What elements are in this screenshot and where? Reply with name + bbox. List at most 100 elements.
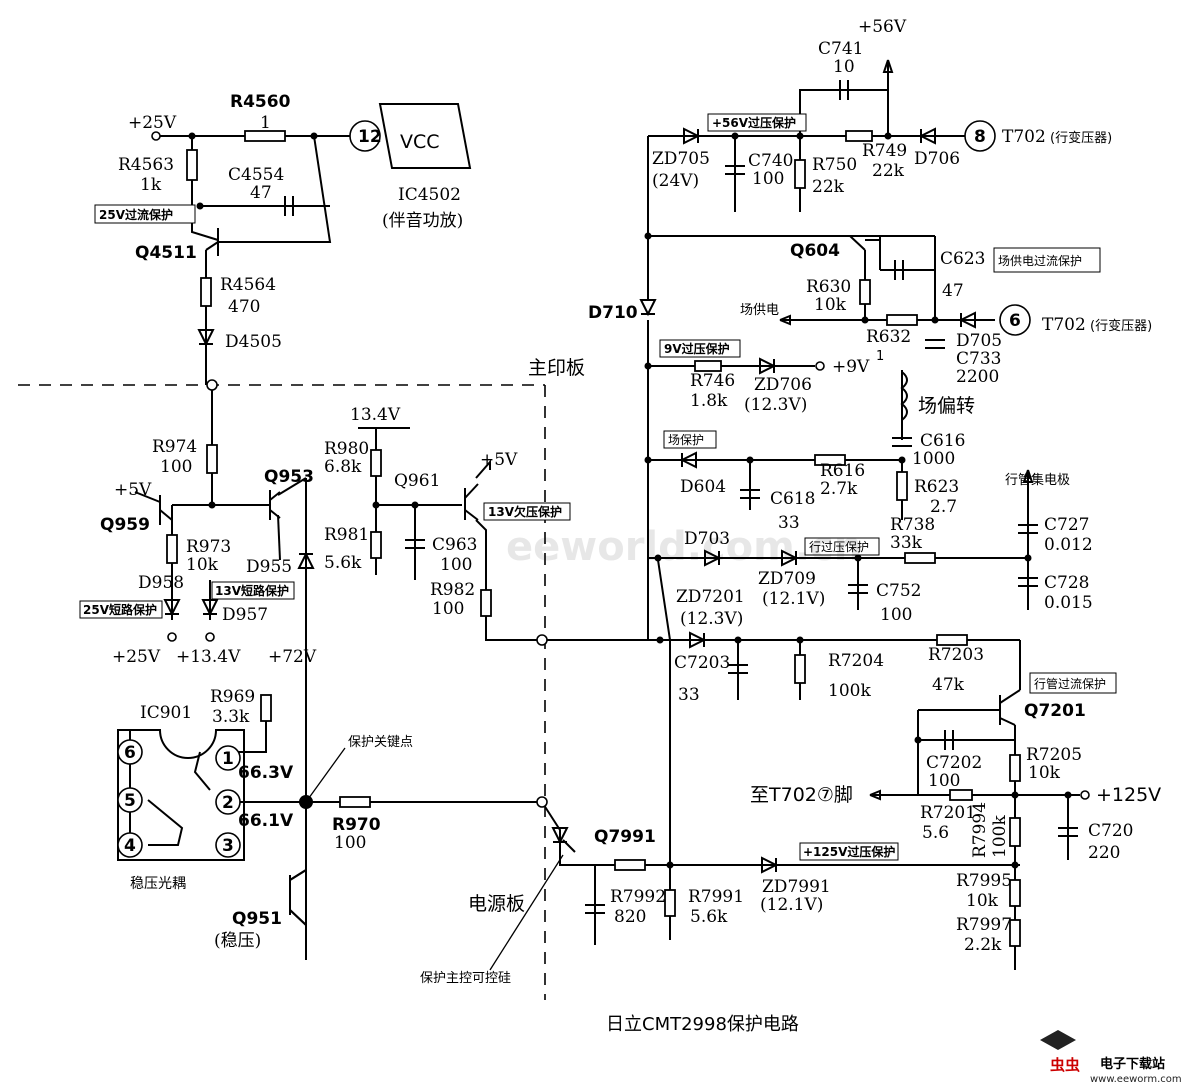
label-d604: D604: [680, 477, 726, 497]
label-c727: C727: [1044, 515, 1089, 535]
capacitor-c7992: [585, 904, 605, 914]
label-c733: C733: [956, 349, 1001, 369]
value-r7992: 820: [614, 907, 646, 927]
capacitor-bodies: [284, 80, 1078, 914]
resistor-r7994: [1009, 817, 1021, 847]
value-r7994: 100k: [990, 815, 1010, 858]
ic901-pin5: 5: [124, 791, 136, 811]
label-zd7201: ZD7201: [676, 587, 745, 607]
resistor-r749: [845, 130, 873, 142]
value-c733: 2200: [956, 367, 999, 387]
ic901-pin1: 1: [222, 749, 234, 769]
tag-h-overcurrent: 行管过流保护: [1034, 676, 1106, 691]
label-zd709: ZD709: [758, 569, 816, 589]
value-r623: 2.7: [930, 497, 957, 517]
label-r4560: R4560: [230, 92, 291, 112]
t702-name-mid: T702: [1042, 315, 1086, 335]
rail-25v-bottom: +25V: [112, 647, 161, 667]
transistor-q951: [289, 869, 307, 926]
value-r749: 22k: [872, 161, 905, 181]
rail-9v: +9V: [832, 357, 870, 377]
label-r616: R616: [820, 461, 865, 481]
label-d957: D957: [222, 605, 268, 625]
resistor-r7997: [1009, 919, 1021, 947]
ic901-name: IC901: [140, 703, 192, 723]
zener-zd7201: [689, 631, 707, 649]
label-r746: R746: [690, 371, 735, 391]
value-r746: 1.8k: [690, 391, 728, 411]
value-c623: 47: [942, 281, 964, 301]
resistor-r7204: [794, 654, 806, 684]
resistor-r630: [859, 279, 871, 305]
rail-125v: +125V: [1096, 784, 1161, 806]
label-d4505: D4505: [225, 332, 282, 352]
label-d710: D710: [588, 303, 638, 323]
capacitor-c740: [725, 165, 745, 175]
capacitor-c963: [405, 539, 425, 549]
label-r970: R970: [332, 815, 381, 835]
t702-pin8: 8: [974, 127, 986, 147]
value-c720: 220: [1088, 843, 1120, 863]
rail-25v-top: +25V: [128, 113, 177, 133]
resistor-r738: [904, 552, 936, 564]
value-r980: 6.8k: [324, 457, 362, 477]
capacitor-c752: [848, 584, 868, 594]
capacitor-c733: [925, 339, 945, 349]
label-r7201: R7201: [920, 803, 976, 823]
capacitor-c618: [740, 489, 760, 499]
resistor-r4564: [200, 277, 212, 307]
wires: [18, 60, 1080, 1000]
diode-symbols: [163, 127, 976, 874]
power-board-label: 电源板: [468, 893, 525, 915]
diode-d706: [918, 127, 936, 145]
ic4502-name: IC4502: [398, 185, 461, 205]
label-c720: C720: [1088, 821, 1133, 841]
label-c7202: C7202: [926, 753, 982, 773]
diode-d703: [704, 549, 722, 567]
capacitor-c727: [1018, 524, 1038, 534]
ic901-optocoupler: [117, 729, 245, 861]
ic901-pin6: 6: [124, 743, 136, 763]
ic901-pin4: 4: [124, 836, 136, 856]
value-r630: 10k: [814, 295, 847, 315]
tag-13v-short: 13V短路保护: [215, 583, 289, 598]
diode-d710: [639, 299, 657, 317]
transistor-q4511: [205, 228, 219, 256]
label-r973: R973: [186, 537, 231, 557]
value-c727: 0.012: [1044, 535, 1093, 555]
ic901-pin3: 3: [222, 836, 234, 856]
label-r738: R738: [890, 515, 935, 535]
resistor-r7991: [664, 889, 676, 917]
ic4502-vcc-label: VCC: [400, 131, 440, 153]
diode-d955: [297, 551, 315, 569]
label-r632: R632: [866, 327, 911, 347]
desc-q951: (稳压): [214, 931, 261, 951]
component-labels: R4560 1 R4563 1k C4554 47 Q4511 R4564 47…: [100, 39, 1133, 955]
rail-9v-sup: 1: [876, 349, 884, 364]
resistor-r4560: [244, 130, 286, 142]
label-r7992: R7992: [610, 887, 666, 907]
value-r7203: 47k: [932, 675, 965, 695]
label-r7204: R7204: [828, 651, 884, 671]
value-r982: 100: [432, 599, 464, 619]
label-r7991: R7991: [688, 887, 744, 907]
label-q4511: Q4511: [135, 243, 197, 263]
label-c618: C618: [770, 489, 815, 509]
watermark-text: eeworld.com.cn: [506, 524, 862, 570]
resistor-r632: [886, 314, 918, 326]
label-q961: Q961: [394, 471, 440, 491]
rail-13-4v: 13.4V: [350, 405, 401, 425]
label-r7205: R7205: [1026, 745, 1082, 765]
value-c7203: 33: [678, 685, 700, 705]
tag-56v-overvoltage: +56V过压保护: [712, 115, 796, 130]
rail-72v: +72V: [268, 647, 317, 667]
ic4502-block: [349, 103, 472, 169]
capacitor-c623: [894, 260, 904, 280]
resistor-r974: [206, 444, 218, 474]
t702-desc-top: (行变压器): [1050, 130, 1112, 146]
label-c616: C616: [920, 431, 965, 451]
zener-zd706: [759, 357, 777, 375]
label-r749: R749: [862, 141, 907, 161]
label-r7203: R7203: [928, 645, 984, 665]
scr-symbol: [551, 827, 576, 853]
